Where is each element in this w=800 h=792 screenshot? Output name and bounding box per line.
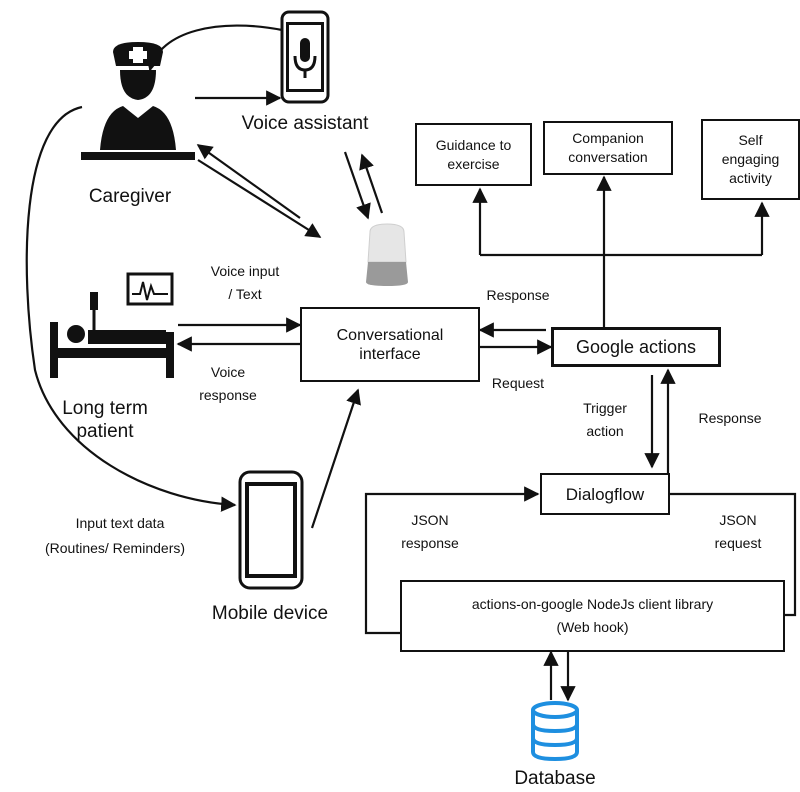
- voice-input-label-line1: Voice input: [210, 263, 280, 279]
- json-request-label-line1: JSON: [719, 512, 757, 528]
- arrow-caregiver-to-speaker: [197, 159, 322, 238]
- database-icon: [531, 701, 579, 762]
- arrow-mobile-to-interface: [310, 388, 361, 529]
- input-text-label-line2: (Routines/ Reminders): [44, 540, 186, 556]
- companion-line1: Companion: [572, 130, 644, 146]
- arrow-caregiver-to-mobile: [25, 105, 237, 512]
- trigger-action-label-line2: action: [586, 423, 624, 439]
- arrow-speaker-to-caregiver: [196, 144, 301, 219]
- arrow-assistant-to-speaker: [343, 151, 371, 220]
- voice-assistant-label: Voice assistant: [241, 113, 369, 134]
- nurse-icon: [81, 42, 195, 160]
- trigger-action-label-line1: Trigger: [583, 400, 627, 416]
- mobile-device-label: Mobile device: [211, 603, 329, 624]
- arrow-json-response: [364, 486, 540, 635]
- voice-response-label-line1: Voice: [210, 364, 246, 380]
- self-line1: Self: [738, 132, 763, 148]
- guidance-box: Guidance to exercise: [415, 123, 532, 186]
- client-library-line2: (Web hook): [556, 619, 629, 635]
- companion-line2: conversation: [568, 149, 648, 165]
- conversational-interface-box: Conversational interface: [300, 307, 480, 382]
- guidance-line1: Guidance to: [435, 136, 512, 153]
- smart-speaker-icon: [366, 223, 408, 286]
- voice-response-label-line2: response: [199, 387, 257, 403]
- google-actions-box: Google actions: [551, 327, 721, 367]
- companion-box: Companion conversation: [543, 121, 673, 175]
- patient-label-line2: patient: [76, 421, 134, 442]
- conversational-interface-line2: interface: [359, 345, 421, 363]
- smartphone-mic-icon: [280, 10, 330, 104]
- mobile-phone-icon: [238, 470, 304, 590]
- json-response-label-line2: response: [401, 535, 459, 551]
- google-actions-label: Google actions: [575, 336, 697, 357]
- client-library-box: actions-on-google NodeJs client library …: [400, 580, 785, 652]
- input-text-label-line1: Input text data: [75, 515, 165, 531]
- response-top-label: Response: [486, 287, 550, 303]
- json-response-label-line1: JSON: [411, 512, 449, 528]
- request-label: Request: [491, 375, 545, 391]
- json-request-label-line2: request: [714, 535, 762, 551]
- response-right-label: Response: [698, 410, 762, 426]
- conversational-interface-line1: Conversational: [336, 326, 444, 344]
- dialogflow-label: Dialogflow: [565, 484, 645, 504]
- self-engaging-box: Self engaging activity: [701, 119, 800, 200]
- hospital-bed-icon: [50, 272, 174, 378]
- patient-label-line1: Long term: [62, 398, 148, 419]
- client-library-line1: actions-on-google NodeJs client library: [471, 596, 714, 612]
- arrow-json-request: [668, 492, 797, 617]
- self-line2: engaging: [721, 151, 780, 167]
- caregiver-label: Caregiver: [88, 186, 172, 207]
- self-line3: activity: [729, 170, 772, 186]
- arrow-speaker-to-assistant: [359, 153, 384, 214]
- voice-input-label-line2: / Text: [228, 286, 262, 302]
- dialogflow-box: Dialogflow: [540, 473, 670, 515]
- database-label: Database: [514, 768, 596, 789]
- guidance-line2: exercise: [447, 155, 500, 172]
